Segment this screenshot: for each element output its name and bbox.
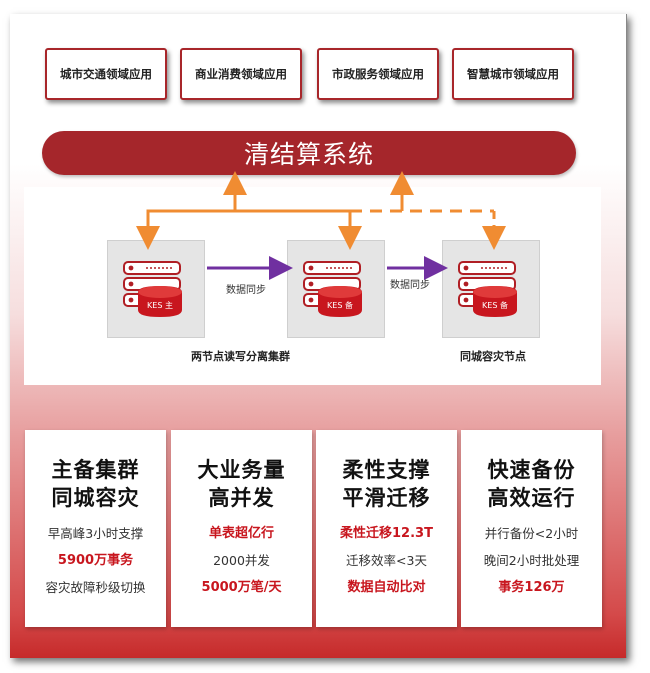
app-label: 智慧城市领域应用 (467, 67, 559, 81)
node-badge: KES 主 (147, 300, 173, 310)
server-icon-primary: KES 主 (123, 261, 182, 317)
sync-label-2: 数据同步 (390, 280, 430, 291)
dr-arrows (350, 171, 506, 250)
card-title: 高效运行 (487, 486, 576, 510)
card-title: 同城容灾 (51, 486, 140, 510)
clearing-system-bar: 清结算系统 (42, 131, 576, 175)
card-title: 大业务量 (197, 458, 286, 482)
card-line-highlight: 柔性迁移12.3T (340, 526, 433, 541)
card-title: 柔性支撑 (342, 458, 431, 482)
app-box-traffic: 城市交通领域应用 (45, 48, 167, 100)
server-icon-standby: KES 备 (303, 261, 362, 317)
node-badge: KES 备 (327, 300, 353, 310)
node-badge: KES 备 (482, 300, 508, 310)
cluster-label-dr: 同城容灾节点 (460, 350, 526, 363)
card-line-highlight: 事务126万 (498, 580, 565, 595)
card-line: 早高峰3小时支撑 (47, 526, 144, 541)
read-write-arrows (136, 171, 362, 250)
card-line-highlight: 5900万事务 (57, 553, 134, 568)
feature-card-backup: 快速备份 高效运行 并行备份<2小时 晚间2小时批处理 事务126万 (461, 430, 602, 627)
app-label: 市政服务领域应用 (332, 67, 424, 81)
cluster-label-rw: 两节点读写分离集群 (191, 350, 290, 363)
card-line: 容灾故障秒级切换 (45, 580, 146, 595)
card-line: 晚间2小时批处理 (483, 553, 580, 568)
card-title: 主备集群 (51, 458, 140, 482)
app-label: 城市交通领域应用 (60, 67, 152, 81)
card-title: 高并发 (208, 486, 275, 510)
card-line-highlight: 数据自动比对 (347, 580, 426, 595)
app-box-smart-city: 智慧城市领域应用 (452, 48, 574, 100)
app-label: 商业消费领域应用 (195, 67, 287, 81)
card-line-highlight: 单表超亿行 (208, 526, 274, 541)
card-line: 2000并发 (213, 553, 270, 568)
feature-card-cluster: 主备集群 同城容灾 早高峰3小时支撑 5900万事务 容灾故障秒级切换 (25, 430, 166, 627)
system-title: 清结算系统 (243, 140, 374, 169)
server-icon-dr: KES 备 (458, 261, 517, 317)
feature-card-concurrency: 大业务量 高并发 单表超亿行 2000并发 5000万笔/天 (171, 430, 312, 627)
card-title: 快速备份 (487, 458, 576, 482)
card-line: 并行备份<2小时 (484, 526, 579, 541)
app-box-commerce: 商业消费领域应用 (180, 48, 302, 100)
feature-card-migration: 柔性支撑 平滑迁移 柔性迁移12.3T 迁移效率<3天 数据自动比对 (316, 430, 457, 627)
sync-label-1: 数据同步 (226, 285, 266, 296)
card-line-highlight: 5000万笔/天 (201, 580, 282, 595)
card-line: 迁移效率<3天 (346, 553, 427, 568)
card-title: 平滑迁移 (342, 486, 431, 510)
app-box-municipal: 市政服务领域应用 (317, 48, 439, 100)
